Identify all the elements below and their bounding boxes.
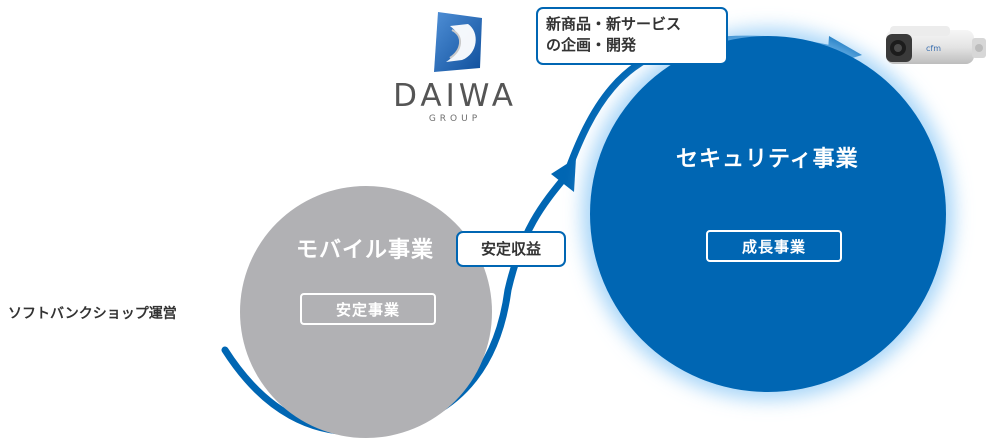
new-products-line-1: 新商品・新サービス <box>546 15 682 33</box>
new-products-label: 新商品・新サービス の企画・開発 <box>536 7 728 65</box>
stable-revenue-label: 安定収益 <box>456 231 566 267</box>
mobile-business-circle <box>240 186 492 438</box>
mobile-business-title: モバイル事業 <box>296 238 435 263</box>
mobile-business-tag: 安定事業 <box>300 293 436 325</box>
security-business-title: セキュリティ事業 <box>676 147 859 172</box>
security-business-circle <box>590 36 946 392</box>
daiwa-emblem-icon <box>428 10 492 74</box>
logo-name: DAIWA <box>393 78 517 114</box>
svg-text:cfm: cfm <box>926 44 941 53</box>
security-business-tag: 成長事業 <box>706 230 842 262</box>
new-products-line-2: の企画・開発 <box>546 36 637 54</box>
logo-sub: GROUP <box>428 114 482 124</box>
softbank-shop-label: ソフトバンクショップ運営 <box>8 306 177 322</box>
security-camera-icon: cfm <box>878 14 990 80</box>
